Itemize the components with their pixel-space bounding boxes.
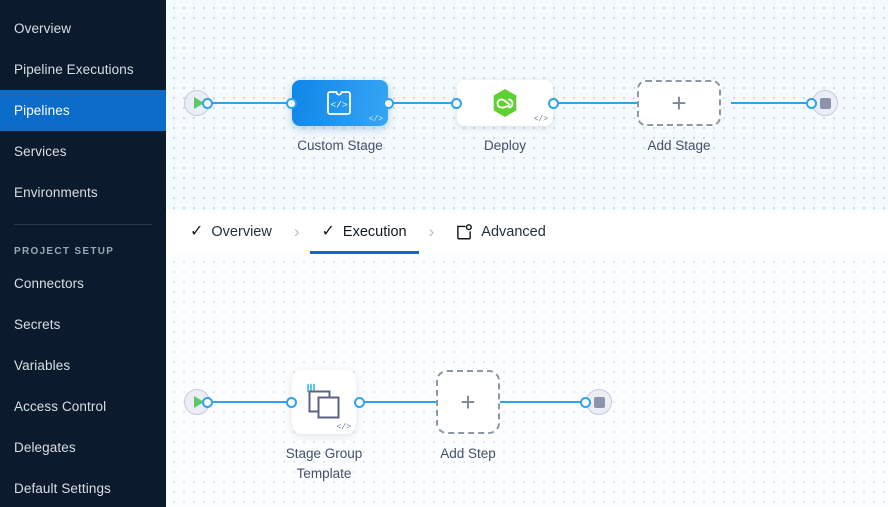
step-node-label: Stage Group Template (285, 446, 363, 481)
tab-separator-icon: › (293, 222, 300, 241)
add-stage-label: Add Stage (647, 138, 711, 153)
sidebar-item-secrets[interactable]: Secrets (0, 304, 166, 345)
connector-dot[interactable] (354, 397, 365, 408)
sidebar-item-label: Overview (14, 21, 72, 36)
start-node-circle (184, 389, 210, 415)
add-stage-node[interactable]: + Add Stage (637, 80, 721, 153)
sidebar-item-connectors[interactable]: Connectors (0, 263, 166, 304)
connector-wire (484, 401, 594, 403)
sidebar-item-environments[interactable]: Environments (0, 172, 166, 213)
tab-separator-icon: › (428, 222, 435, 241)
add-step-button[interactable]: + (436, 370, 500, 434)
sidebar-item-label: Services (14, 144, 67, 159)
add-step-label: Add Step (440, 446, 496, 461)
tab-overview[interactable]: ✓ Overview (178, 210, 284, 254)
custom-stage-icon: </> (326, 89, 354, 117)
plus-icon: + (460, 387, 476, 417)
sidebar-item-variables[interactable]: Variables (0, 345, 166, 386)
stage-node-label: Custom Stage (297, 138, 383, 153)
sidebar-divider (14, 224, 152, 225)
sidebar-item-label: Access Control (14, 399, 107, 414)
connector-dot[interactable] (580, 397, 591, 408)
step-end-node[interactable] (586, 389, 612, 415)
tab-label: Advanced (481, 224, 546, 240)
sidebar: Overview Pipeline Executions Pipelines S… (0, 0, 166, 507)
connector-dot[interactable] (286, 98, 297, 109)
tab-label: Execution (342, 224, 407, 240)
execution-steps-canvas[interactable]: </> Stage Group Template + Add Step (166, 254, 888, 507)
code-badge: </> (368, 115, 383, 124)
check-icon: ✓ (321, 223, 335, 240)
sidebar-item-label: Variables (14, 358, 71, 373)
advanced-icon (456, 223, 473, 241)
sidebar-item-label: Pipelines (14, 103, 70, 118)
stage-node-label: Deploy (483, 138, 527, 153)
add-stage-button[interactable]: + (637, 80, 721, 126)
main-pane: </> </> Custom Stage (166, 0, 888, 507)
stop-icon (819, 97, 831, 109)
connector-dot[interactable] (548, 98, 559, 109)
sidebar-item-overview[interactable]: Overview (0, 8, 166, 49)
stage-node-box[interactable]: </> (457, 80, 553, 126)
tab-execution[interactable]: ✓ Execution (309, 210, 419, 254)
sidebar-item-label: Environments (14, 185, 98, 200)
connector-wire (556, 102, 661, 104)
connector-dot[interactable] (202, 98, 213, 109)
sidebar-item-pipeline-executions[interactable]: Pipeline Executions (0, 49, 166, 90)
sidebar-item-label: Connectors (14, 276, 85, 291)
sidebar-item-access-control[interactable]: Access Control (0, 386, 166, 427)
code-badge: </> (533, 115, 548, 124)
connector-dot[interactable] (451, 98, 462, 109)
sidebar-item-label: Delegates (14, 440, 76, 455)
stage-canvas[interactable]: </> </> Custom Stage (166, 0, 888, 210)
check-icon: ✓ (190, 223, 204, 240)
sidebar-item-services[interactable]: Services (0, 131, 166, 172)
sidebar-item-label: Default Settings (14, 481, 111, 496)
stage-node-custom-stage[interactable]: </> </> Custom Stage (292, 80, 388, 153)
end-node-circle (586, 389, 612, 415)
deploy-icon (491, 88, 519, 119)
add-step-node[interactable]: + Add Step (436, 370, 500, 461)
step-node-box[interactable]: </> (292, 370, 356, 434)
connector-dot[interactable] (383, 98, 394, 109)
stage-node-box[interactable]: </> </> (292, 80, 388, 126)
template-stack-icon (302, 380, 346, 424)
sidebar-item-label: Secrets (14, 317, 61, 332)
tab-advanced[interactable]: Advanced (444, 210, 558, 254)
stop-icon (593, 396, 605, 408)
plus-icon: + (671, 88, 687, 118)
step-start-node[interactable] (184, 389, 210, 415)
sidebar-item-default-settings[interactable]: Default Settings (0, 468, 166, 507)
play-icon (193, 97, 204, 109)
stage-config-tabs: ✓ Overview › ✓ Execution › Advanced (166, 210, 888, 254)
svg-text:</>: </> (330, 100, 347, 111)
connector-wire (731, 102, 826, 104)
connector-dot[interactable] (806, 98, 817, 109)
connector-wire (391, 102, 501, 104)
play-icon (193, 396, 204, 408)
sidebar-section-header: PROJECT SETUP (14, 246, 115, 257)
connector-dot[interactable] (286, 397, 297, 408)
sidebar-item-pipelines[interactable]: Pipelines (0, 90, 166, 131)
sidebar-item-label: Pipeline Executions (14, 62, 134, 77)
code-badge: </> (336, 423, 351, 432)
sidebar-item-delegates[interactable]: Delegates (0, 427, 166, 468)
connector-dot[interactable] (202, 397, 213, 408)
step-node-stage-group-template[interactable]: </> Stage Group Template (286, 370, 362, 481)
connector-wire (196, 102, 336, 104)
tab-label: Overview (211, 224, 272, 240)
connector-wire (196, 401, 306, 403)
stage-node-deploy[interactable]: </> Deploy (457, 80, 553, 153)
